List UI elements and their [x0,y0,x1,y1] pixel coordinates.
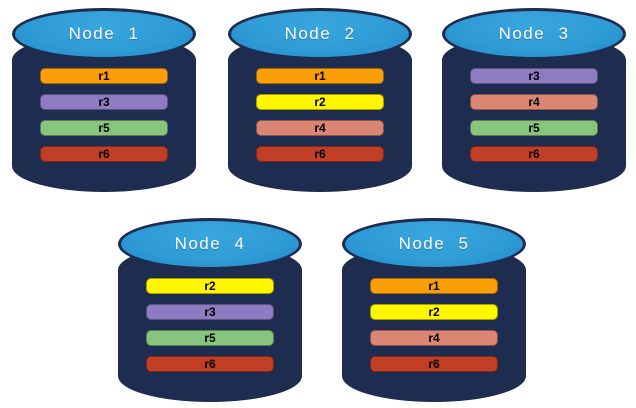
replica-bar-r1: r1 [370,278,498,294]
replica-bar-r1: r1 [256,68,384,84]
replica-bar-r2: r2 [256,94,384,110]
node-label: Node 3 [498,24,570,43]
cylinder-body [228,34,412,192]
replica-bar-r4: r4 [370,330,498,346]
node-cylinder: Node 3 r3 r4 r5 r6 [442,8,626,192]
cylinder-body [12,34,196,192]
replica-bar-r6: r6 [146,356,274,372]
replica-bar-r4: r4 [256,120,384,136]
cylinder-body [342,244,526,402]
node-cylinder: Node 5 r1 r2 r4 r6 [342,218,526,402]
cylinder-top-ellipse: Node 1 [12,8,196,60]
cylinder-top-ellipse: Node 3 [442,8,626,60]
replica-bar-r2: r2 [146,278,274,294]
node-cylinder: Node 2 r1 r2 r4 r6 [228,8,412,192]
replica-bar-r5: r5 [40,120,168,136]
node-label: Node 2 [284,24,356,43]
replica-bar-list: r1 r2 r4 r6 [370,278,498,372]
cylinder-top-ellipse: Node 5 [342,218,526,270]
cylinder-top-ellipse: Node 4 [118,218,302,270]
replica-bar-r2: r2 [370,304,498,320]
replica-bar-list: r1 r3 r5 r6 [40,68,168,162]
replica-bar-r5: r5 [146,330,274,346]
replica-bar-r3: r3 [470,68,598,84]
replica-bar-r6: r6 [256,146,384,162]
node-label: Node 4 [174,234,246,253]
cylinder-body [118,244,302,402]
replica-bar-r6: r6 [470,146,598,162]
replica-bar-r3: r3 [40,94,168,110]
node-cylinder: Node 4 r2 r3 r5 r6 [118,218,302,402]
replica-bar-r6: r6 [370,356,498,372]
node-label: Node 1 [68,24,140,43]
node-cylinder: Node 1 r1 r3 r5 r6 [12,8,196,192]
replica-bar-list: r1 r2 r4 r6 [256,68,384,162]
node-label: Node 5 [398,234,470,253]
replica-bar-list: r3 r4 r5 r6 [470,68,598,162]
replica-bar-r6: r6 [40,146,168,162]
replica-bar-r5: r5 [470,120,598,136]
replica-bar-r1: r1 [40,68,168,84]
replica-bar-list: r2 r3 r5 r6 [146,278,274,372]
replica-bar-r3: r3 [146,304,274,320]
cylinder-top-ellipse: Node 2 [228,8,412,60]
replica-bar-r4: r4 [470,94,598,110]
cylinder-body [442,34,626,192]
